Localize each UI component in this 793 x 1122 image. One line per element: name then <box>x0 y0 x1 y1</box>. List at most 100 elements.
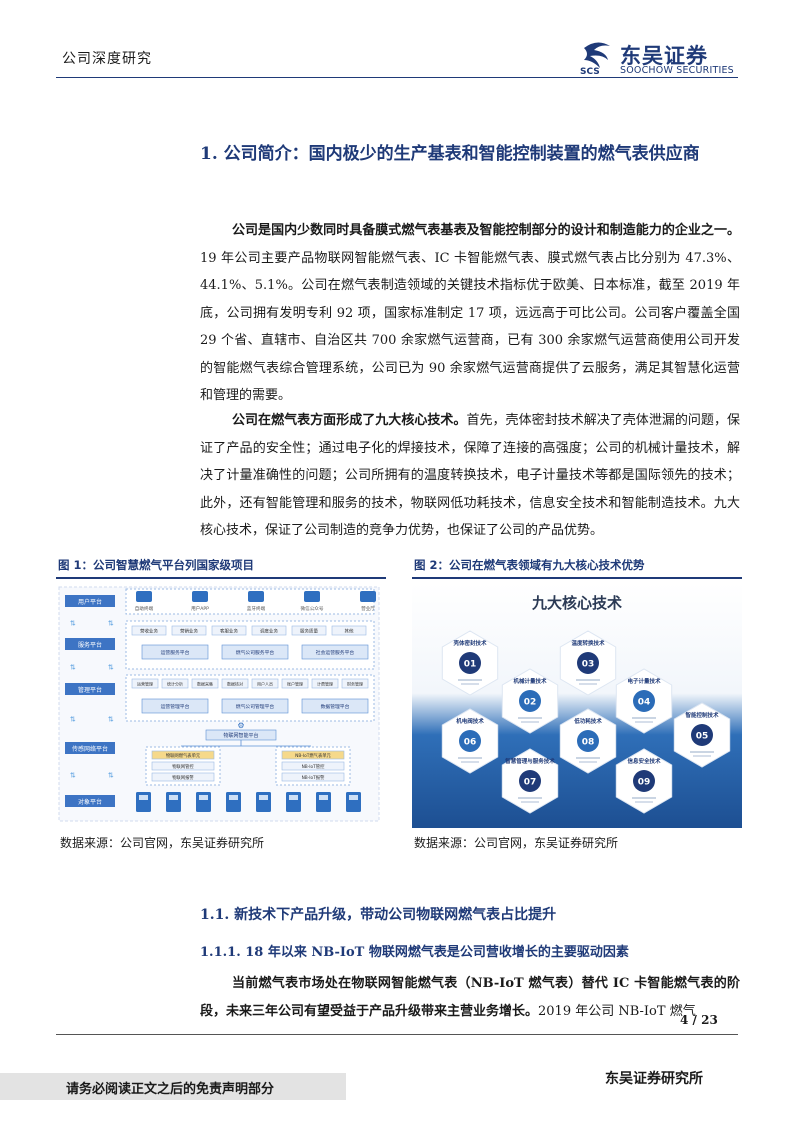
service-item <box>211 625 247 636</box>
paragraph-3: 当前燃气表市场处在物联网智能燃气表（NB-IoT 燃气表）替代 IC 卡智能燃气… <box>200 970 740 1025</box>
layer-label-box <box>65 742 115 754</box>
tech-number: 05 <box>696 732 709 742</box>
tech-number: 01 <box>464 660 477 670</box>
service-item <box>251 625 287 636</box>
figure-2-heading: 九大核心技术 <box>531 594 622 612</box>
paragraph-3-lead: 当前燃气表市场处在物联网智能燃气表（NB-IoT 燃气表）替代 IC 卡智能燃气… <box>200 976 740 1019</box>
sensor-item <box>281 772 345 782</box>
app-icon <box>248 591 264 602</box>
mgmt-subplatform-label: 数据管理平台 <box>321 703 350 710</box>
figure-2-title: 图 2：公司在燃气表领域有九大核心技术优势 <box>414 558 645 572</box>
mgmt-subplatform <box>221 698 289 714</box>
tech-number-badge <box>633 690 655 712</box>
service-item <box>171 625 207 636</box>
figure-2-rule <box>412 577 742 579</box>
tech-name: 信息安全技术 <box>627 757 661 765</box>
tech-name: 智慧管理与服务技术 <box>505 757 555 765</box>
app-label: 自助终端 <box>135 605 154 612</box>
tech-number-badge <box>519 690 541 712</box>
layer-arrow: ⇅ <box>108 772 114 780</box>
mgmt-subplatform-label: 燃气公司管理平台 <box>236 703 275 710</box>
paragraph-1-body: 19 年公司主要产品物联网智能燃气表、IC 卡智能燃气表、膜式燃气表占比分别为 … <box>200 250 740 404</box>
tech-name: 电子计量技术 <box>627 677 661 685</box>
app-icon <box>304 591 320 602</box>
sensor-item <box>151 772 215 782</box>
service-item-label: 客服业务 <box>220 628 238 635</box>
sensor-item <box>281 761 345 771</box>
service-subplatform <box>221 644 289 660</box>
app-label: 微信公众号 <box>301 605 324 612</box>
tech-name: 低功耗技术 <box>573 717 602 725</box>
figure-2-source: 数据来源：公司官网，东吴证券研究所 <box>414 836 619 850</box>
figure-1-rule <box>56 577 386 579</box>
layer-arrow: ⇅ <box>70 620 76 628</box>
meter-display-icon <box>349 795 358 800</box>
mgmt-subplatform <box>141 698 209 714</box>
mgmt-item <box>131 678 159 689</box>
center-platform-label: 物联网智能平台 <box>223 732 258 739</box>
sensor-item <box>151 761 215 771</box>
section-heading-1-1-1: 1.1.1. 18 年以来 NB-IoT 物联网燃气表是公司营收增长的主要驱动因… <box>200 945 629 960</box>
layer-arrow: ⇅ <box>108 664 114 672</box>
tech-number-badge <box>577 652 599 674</box>
app-icon <box>136 591 152 602</box>
logo-mark-text: SCS <box>580 67 600 76</box>
tech-number-badge <box>633 770 655 792</box>
layer-arrow: ⇅ <box>70 716 76 724</box>
tech-number: 09 <box>638 778 651 788</box>
service-subplatform-label: 社会运营服务平台 <box>316 649 355 656</box>
paragraph-1-lead: 公司是国内少数同时具备膜式燃气表基表及智能控制部分的设计和制造能力的企业之一。 <box>232 223 740 238</box>
sensor-item-label: 物联网管控 <box>172 763 194 770</box>
mgmt-item-label: 数据采集 <box>197 681 213 687</box>
sensor-item-label: NB-IoT报警 <box>302 774 326 781</box>
layer-arrow: ⇅ <box>70 772 76 780</box>
meter-display-icon <box>229 795 238 800</box>
meter-display-icon <box>319 795 328 800</box>
center-gear-icon: ⚙ <box>237 721 244 730</box>
service-item-label: 调度业务 <box>260 628 278 635</box>
tech-number-badge <box>691 724 713 746</box>
header-section-label: 公司深度研究 <box>62 51 152 67</box>
layer-arrow: ⇅ <box>70 664 76 672</box>
mgmt-item <box>311 678 339 689</box>
meter-display-icon <box>199 795 208 800</box>
tech-number-badge <box>519 770 541 792</box>
tech-number: 08 <box>582 738 595 748</box>
sensor-item <box>151 750 215 760</box>
app-label: 用户APP <box>191 605 209 612</box>
layer-arrow: ⇅ <box>108 716 114 724</box>
footer-rule <box>56 1034 738 1035</box>
header-rule <box>56 77 738 78</box>
paragraph-2: 公司在燃气表方面形成了九大核心技术。首先，壳体密封技术解决了壳体泄漏的问题，保证… <box>200 407 740 545</box>
tech-name: 机电阀技术 <box>455 717 484 725</box>
company-logo: SCS 东吴证券 SOOCHOW SECURITIES <box>578 38 743 78</box>
paragraph-3-body: 2019 年公司 NB-IoT 燃气 <box>538 1003 696 1019</box>
service-subplatform-label: 运营服务平台 <box>161 649 190 656</box>
service-item-label: 营收业务 <box>140 628 158 635</box>
tech-name: 温度转换技术 <box>571 639 605 647</box>
footer-institution: 东吴证券研究所 <box>605 1071 703 1087</box>
service-item-label: 营销业务 <box>180 628 198 635</box>
tech-number: 06 <box>464 738 477 748</box>
service-item <box>131 625 167 636</box>
mgmt-item <box>281 678 309 689</box>
tech-name: 壳体密封技术 <box>452 639 487 647</box>
tech-number: 03 <box>582 660 595 670</box>
paragraph-1: 公司是国内少数同时具备膜式燃气表基表及智能控制部分的设计和制造能力的企业之一。 1… <box>200 217 740 410</box>
mgmt-subplatform <box>301 698 369 714</box>
tech-number-badge <box>459 730 481 752</box>
mgmt-item-label: 计费管理 <box>317 681 333 687</box>
paragraph-2-body: 首先，壳体密封技术解决了壳体泄漏的问题，保证了产品的安全性；通过电子化的焊接技术… <box>200 413 740 538</box>
app-icon <box>360 591 376 602</box>
tech-number-badge <box>577 730 599 752</box>
meter-display-icon <box>169 795 178 800</box>
figure-1-title: 图 1：公司智慧燃气平台列国家级项目 <box>58 558 255 572</box>
disclaimer-text: 请务必阅读正文之后的免责声明部分 <box>66 1082 275 1097</box>
layer-label-box <box>65 795 115 807</box>
mgmt-item-label: 统计分析 <box>167 681 183 687</box>
sensor-item-label: NB-IoT管控 <box>302 763 326 770</box>
layer-label: 服务平台 <box>78 641 102 649</box>
layer-label: 传感网络平台 <box>72 745 108 753</box>
sensor-item-label: 物联网报警 <box>172 774 194 781</box>
disclaimer-banner: 请务必阅读正文之后的免责声明部分 <box>0 1073 346 1100</box>
